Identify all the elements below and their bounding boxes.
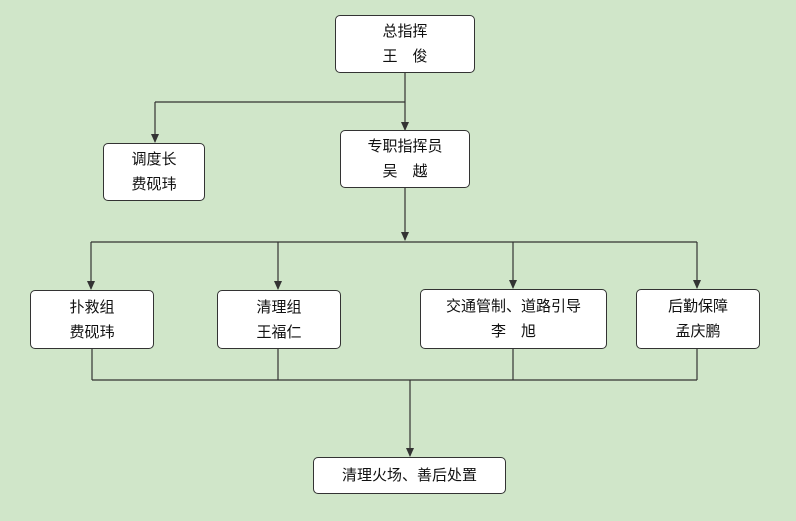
node-traffic-title: 交通管制、道路引导 (445, 297, 581, 315)
node-cleanup-name: 王福仁 (256, 322, 302, 341)
node-aftermath: 清理火场、善后处置 (313, 457, 506, 494)
node-dispatcher-name: 费砚玮 (131, 175, 177, 193)
node-rescue-name: 费砚玮 (69, 322, 115, 341)
node-logistics-name: 孟庆鹏 (675, 322, 721, 340)
node-commander-title: 总指挥 (382, 22, 428, 40)
node-rescue-title: 扑救组 (69, 297, 115, 316)
node-cleanup-title: 清理组 (256, 297, 302, 316)
node-special-commander-name: 吴 越 (382, 162, 428, 180)
node-cleanup: 清理组 王福仁 (217, 290, 341, 349)
node-traffic-name: 李 旭 (490, 322, 536, 340)
node-special-commander-title: 专职指挥员 (367, 137, 443, 155)
node-special-commander: 专职指挥员 吴 越 (340, 130, 470, 188)
node-dispatcher-title: 调度长 (131, 150, 177, 168)
node-dispatcher: 调度长 费砚玮 (103, 143, 205, 201)
node-logistics-title: 后勤保障 (667, 297, 728, 315)
node-logistics: 后勤保障 孟庆鹏 (636, 289, 760, 349)
node-commander-name: 王 俊 (382, 47, 428, 65)
node-aftermath-title: 清理火场、善后处置 (341, 466, 477, 484)
node-commander: 总指挥 王 俊 (335, 15, 475, 73)
node-traffic: 交通管制、道路引导 李 旭 (420, 289, 607, 349)
node-rescue: 扑救组 费砚玮 (30, 290, 154, 349)
